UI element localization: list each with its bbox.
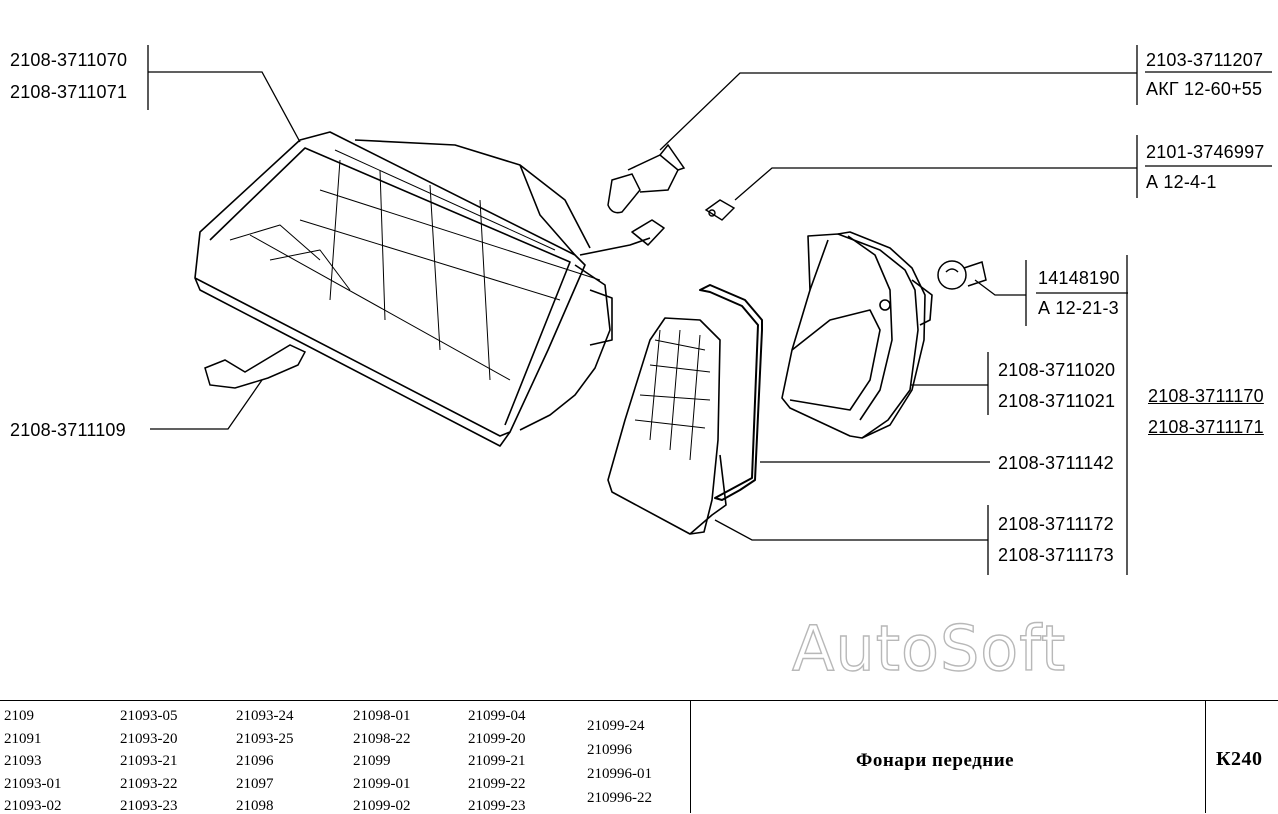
model-code: 21099-21 [468, 753, 526, 769]
model-code: 21091 [4, 730, 42, 747]
model-code: 21099 [353, 753, 391, 769]
footer-divider [690, 701, 691, 813]
bracket-drawing [204, 344, 307, 389]
label-turn-bulb: 14148190 [1038, 268, 1120, 288]
label-halogen-bulb: 2103-3711207 [1146, 50, 1264, 70]
parking-bulb-drawing [704, 199, 736, 221]
leader-lens [714, 505, 989, 575]
model-code: 210996 [587, 742, 632, 758]
label-parking-bulb: 2101-3746997 [1146, 142, 1265, 162]
watermark: AutoSoft [791, 611, 1067, 685]
model-code: 21099-23 [468, 798, 526, 814]
model-code: 21093-25 [236, 730, 294, 747]
label-turn-assembly-right: 2108-3711171 [1148, 417, 1264, 437]
label-turn-housing-right: 2108-3711021 [998, 391, 1116, 411]
model-code: 21098 [236, 798, 274, 814]
leader-bracket [150, 379, 263, 430]
label-turn-assembly-left: 2108-3711170 [1148, 386, 1264, 406]
model-code: 21098-01 [353, 708, 411, 724]
model-code: 2109 [4, 708, 34, 724]
model-code: 21093-01 [4, 775, 62, 792]
model-code: 21098-22 [353, 730, 411, 747]
model-code: 21093-21 [120, 753, 178, 769]
halogen-bulb-drawing [607, 143, 686, 214]
label-halogen-bulb-type: АКГ 12-60+55 [1146, 79, 1263, 99]
model-code: 21093-05 [120, 708, 178, 724]
label-headlamp-right: 2108-3711071 [10, 82, 128, 102]
model-code: 210996-01 [587, 766, 652, 782]
leader-turn-bulb [974, 260, 1027, 326]
footer-table [0, 700, 1278, 813]
label-turn-bulb-type: А 12-21-3 [1038, 298, 1119, 318]
gasket-drawing [699, 284, 763, 501]
model-code: 21099-01 [353, 775, 411, 792]
turn-lens-drawing [607, 317, 727, 535]
turn-housing-drawing [781, 231, 933, 439]
model-code: 21093-02 [4, 798, 62, 814]
model-code: 21099-02 [353, 798, 411, 814]
model-code: 21093 [4, 753, 42, 769]
label-lens-right: 2108-3711173 [998, 545, 1114, 565]
label-turn-housing-left: 2108-3711020 [998, 360, 1116, 380]
leader-halogen-bulb [659, 45, 1138, 151]
model-code: 21093-23 [120, 798, 178, 814]
model-code: 21093-22 [120, 775, 178, 792]
turn-bulb-drawing [937, 260, 987, 290]
model-code: 21099-04 [468, 708, 526, 724]
parts-diagram [147, 45, 1272, 575]
label-headlamp-left: 2108-3711070 [10, 50, 128, 70]
leader-turn-housing [910, 352, 989, 415]
footer-code: К240 [1216, 748, 1263, 770]
model-code: 210996-22 [587, 790, 652, 806]
label-bracket: 2108-3711109 [10, 420, 126, 440]
label-lens-left: 2108-3711172 [998, 514, 1114, 534]
footer-title: Фонари передние [856, 750, 1015, 771]
model-code: 21093-20 [120, 730, 178, 747]
model-code: 21099-24 [587, 718, 645, 734]
leader-parking-bulb [734, 135, 1138, 201]
model-code: 21099-20 [468, 730, 526, 747]
leader-headlamp [147, 45, 301, 143]
label-gasket: 2108-3711142 [998, 453, 1114, 473]
model-code: 21099-22 [468, 775, 526, 792]
headlamp-drawing [194, 131, 665, 447]
model-code: 21093-24 [236, 708, 294, 724]
model-code: 21097 [236, 775, 274, 792]
label-parking-bulb-type: А 12-4-1 [1146, 172, 1217, 192]
footer-divider [1205, 701, 1206, 813]
model-code: 21096 [236, 753, 274, 769]
